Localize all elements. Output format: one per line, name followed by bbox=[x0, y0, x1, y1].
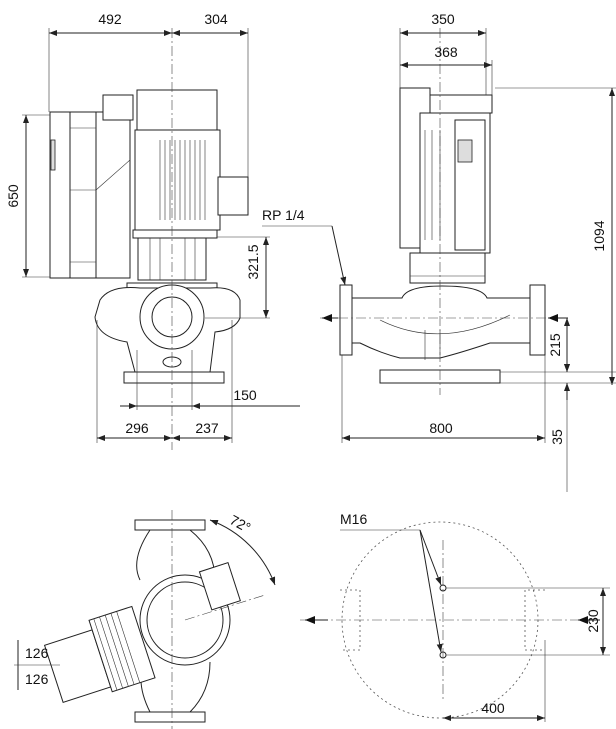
dimension-350: 350 bbox=[399, 11, 487, 95]
angle-72-label: 72° bbox=[227, 512, 253, 536]
dimension-800: 800 bbox=[341, 355, 546, 443]
front-view: 492 304 650 321.5 150 bbox=[5, 11, 300, 450]
dimension-35: 35 bbox=[549, 355, 570, 492]
dimension-230: 230 bbox=[446, 587, 610, 656]
dim-650-label: 650 bbox=[5, 184, 21, 208]
foundation-view: M16 230 400 bbox=[300, 511, 610, 722]
dim-215-label: 215 bbox=[547, 333, 563, 357]
top-view: 72° 126 126 bbox=[14, 510, 276, 729]
motor-side bbox=[399, 87, 493, 284]
dim-400-label: 400 bbox=[481, 700, 505, 716]
dim-35-label: 35 bbox=[549, 429, 565, 445]
inverter-housing bbox=[49, 111, 131, 279]
dimension-126: 126 126 bbox=[14, 640, 60, 690]
dimension-1094: 1094 bbox=[495, 87, 616, 385]
dimension-296-237: 296 237 bbox=[96, 320, 233, 443]
dim-230-label: 230 bbox=[585, 609, 601, 633]
dim-126-label-2: 126 bbox=[25, 671, 49, 687]
dimension-321-5: 321.5 bbox=[205, 236, 270, 319]
pump-side bbox=[339, 284, 546, 384]
m16-label: M16 bbox=[340, 511, 367, 527]
pump-housing bbox=[94, 282, 241, 384]
dim-126-label-1: 126 bbox=[25, 645, 49, 661]
rp-1-4-label: RP 1/4 bbox=[262, 207, 305, 223]
dim-150-label: 150 bbox=[233, 387, 257, 403]
side-view: 350 368 1094 215 35 800 bbox=[262, 11, 616, 492]
dimension-150: 150 bbox=[120, 350, 300, 410]
dim-492-label: 492 bbox=[98, 11, 122, 27]
dimension-650: 650 bbox=[5, 114, 50, 278]
dim-368-label: 368 bbox=[434, 44, 458, 60]
dim-296-label: 296 bbox=[125, 420, 149, 436]
dim-304-label: 304 bbox=[204, 11, 228, 27]
dimension-304: 304 bbox=[172, 11, 249, 177]
dimension-400: 400 bbox=[443, 640, 546, 722]
dim-237-label: 237 bbox=[195, 420, 219, 436]
connection-callout: RP 1/4 bbox=[262, 207, 347, 286]
dim-321-5-label: 321.5 bbox=[245, 244, 261, 279]
dim-350-label: 350 bbox=[431, 11, 455, 27]
dimension-368: 368 bbox=[400, 44, 493, 95]
dimension-492: 492 bbox=[48, 11, 172, 112]
dim-1094-label: 1094 bbox=[591, 220, 607, 251]
dim-800-label: 800 bbox=[429, 420, 453, 436]
motor-top bbox=[43, 561, 241, 704]
m16-callout: M16 bbox=[340, 511, 443, 653]
